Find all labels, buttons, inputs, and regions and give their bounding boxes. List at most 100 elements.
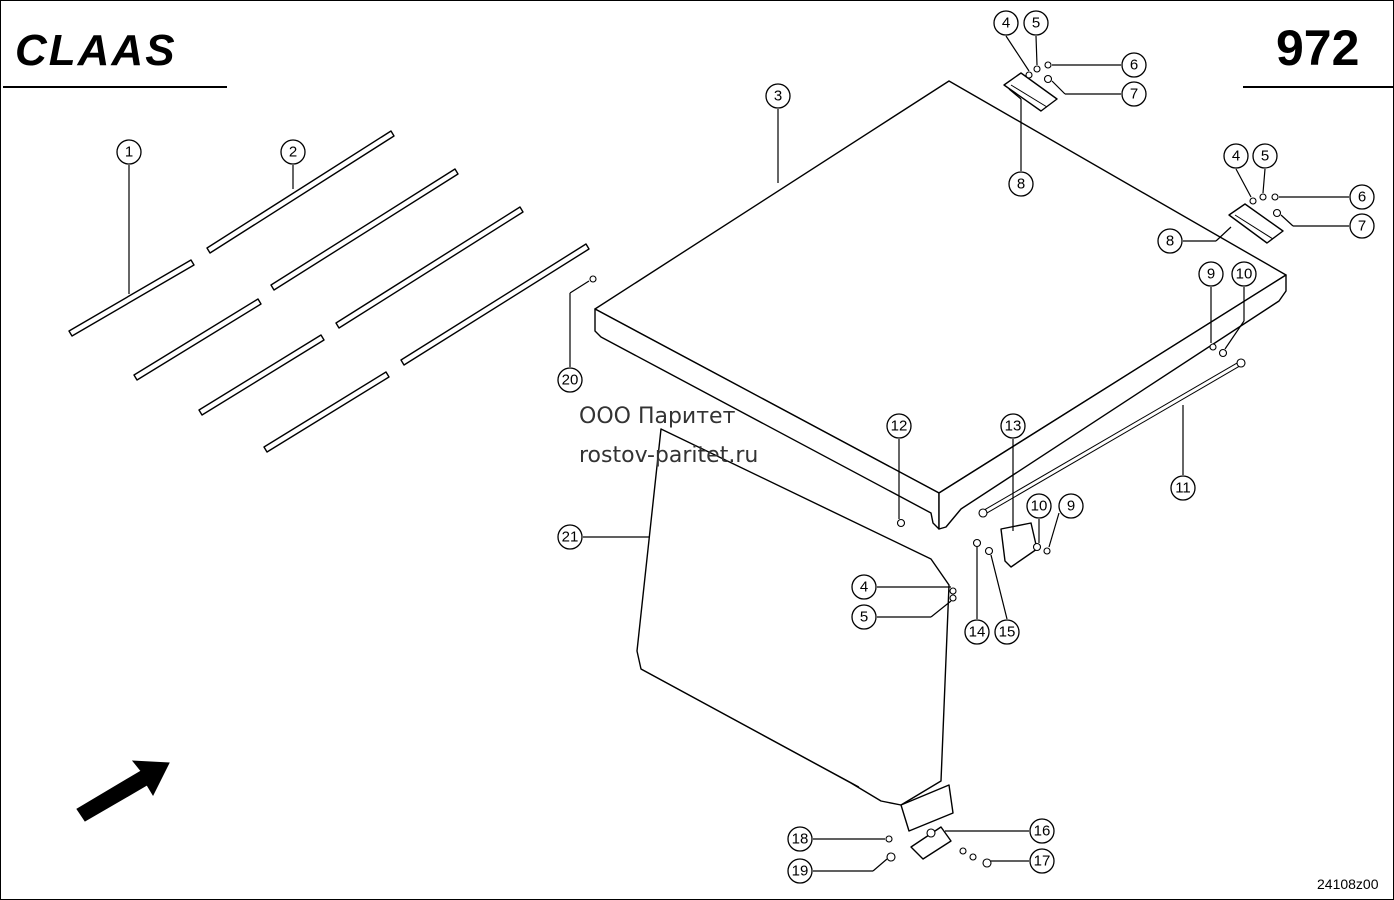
svg-text:16: 16 (1034, 823, 1051, 840)
svg-text:4: 4 (860, 579, 868, 596)
callout-2: 2 (280, 139, 306, 165)
hinge-bracket-upper (1003, 72, 1058, 112)
callout-18: 18 (787, 826, 813, 852)
callout-19: 19 (787, 858, 813, 884)
svg-text:13: 13 (1005, 418, 1022, 435)
callout-10-lower: 10 (1026, 493, 1052, 519)
svg-text:8: 8 (1166, 233, 1174, 250)
washer-10a (1218, 348, 1228, 358)
svg-text:5: 5 (1261, 148, 1269, 165)
washer-17a (959, 847, 967, 855)
nut-16 (926, 828, 936, 838)
nut-19 (886, 852, 896, 862)
svg-text:11: 11 (1175, 480, 1191, 497)
side-panel-foot (900, 784, 954, 832)
screw-14 (972, 538, 982, 548)
strip-1b (133, 298, 262, 381)
strip-2c (335, 206, 524, 329)
callout-1: 1 (116, 139, 142, 165)
callout-8-upper: 8 (1008, 171, 1034, 197)
washer-18 (885, 835, 893, 843)
callout-6-upper: 6 (1121, 52, 1147, 78)
svg-text:9: 9 (1207, 266, 1215, 283)
svg-text:17: 17 (1034, 853, 1051, 870)
svg-text:20: 20 (562, 372, 579, 389)
callout-21: 21 (557, 524, 583, 550)
nut-9b (1043, 547, 1051, 555)
drawing-number: 24108z00 (1317, 876, 1379, 892)
callout-5-lower: 5 (1252, 143, 1278, 169)
callout-7-upper: 7 (1121, 81, 1147, 107)
svg-text:7: 7 (1358, 218, 1366, 235)
strip-1d (263, 371, 390, 453)
rubber-strips (68, 130, 590, 453)
svg-text:21: 21 (562, 529, 579, 546)
callout-3: 3 (765, 83, 791, 109)
callouts: 1 2 3 4 5 6 7 8 4 5 6 7 8 9 10 11 12 13 … (116, 10, 1375, 884)
svg-text:1: 1 (125, 144, 133, 161)
callout-11: 11 (1170, 475, 1196, 501)
side-panel (636, 428, 954, 832)
svg-text:14: 14 (969, 624, 986, 641)
callout-14: 14 (964, 619, 990, 645)
callout-5-upper: 5 (1023, 10, 1049, 36)
hardware (589, 61, 1282, 868)
washer-17b (969, 853, 977, 861)
svg-text:4: 4 (1002, 15, 1010, 32)
callout-4-panel: 4 (851, 574, 877, 600)
washer-7b (1272, 208, 1282, 218)
nut-5b (1259, 193, 1267, 201)
callout-4-upper: 4 (993, 10, 1019, 36)
svg-text:12: 12 (891, 418, 908, 435)
gas-strut (978, 358, 1246, 518)
washer-7a (1043, 74, 1053, 84)
side-panel-body (636, 428, 950, 806)
strip-1c (198, 334, 325, 416)
callout-9-upper: 9 (1198, 261, 1224, 287)
callout-16: 16 (1029, 818, 1055, 844)
bolt-4c (949, 587, 957, 595)
svg-text:5: 5 (1032, 15, 1040, 32)
leader-lines (128, 35, 1349, 872)
svg-text:10: 10 (1031, 498, 1048, 515)
hinge-bracket-lower (1228, 203, 1284, 244)
cover-side-edge (938, 274, 1287, 530)
strip-2b (270, 168, 459, 291)
callout-12: 12 (886, 413, 912, 439)
direction-arrow-icon (76, 760, 170, 822)
callout-10-upper: 10 (1231, 261, 1257, 287)
svg-text:3: 3 (774, 88, 782, 105)
page-number: 972 (1276, 20, 1359, 76)
svg-text:18: 18 (792, 831, 809, 848)
brand-logo: CLAAS (15, 26, 177, 75)
strut-bracket (1000, 522, 1038, 568)
callout-7-lower: 7 (1349, 213, 1375, 239)
brand-logo-text: CLAAS (15, 26, 177, 75)
callout-5-panel: 5 (851, 604, 877, 630)
svg-text:6: 6 (1130, 57, 1138, 74)
svg-text:9: 9 (1067, 498, 1075, 515)
plug-12 (896, 518, 906, 528)
svg-text:10: 10 (1236, 266, 1253, 283)
washer-10b (1032, 542, 1042, 552)
svg-text:6: 6 (1358, 189, 1366, 206)
strip-2d (400, 243, 590, 366)
svg-text:15: 15 (999, 624, 1016, 641)
svg-text:7: 7 (1130, 86, 1138, 103)
svg-text:5: 5 (860, 609, 868, 626)
strip-1a (68, 259, 195, 337)
washer-15 (984, 546, 994, 556)
cover-top (594, 80, 1287, 494)
callout-6-lower: 6 (1349, 184, 1375, 210)
screw-6a (1044, 61, 1052, 69)
callout-9-lower: 9 (1058, 493, 1084, 519)
callout-8-lower: 8 (1157, 228, 1183, 254)
callout-20: 20 (557, 367, 583, 393)
svg-text:2: 2 (289, 144, 297, 161)
bolt-4a (1025, 71, 1033, 79)
svg-text:19: 19 (792, 863, 809, 880)
nut-5a (1033, 65, 1041, 73)
cover-panel (594, 80, 1287, 530)
watermark-website: rostov-paritet.ru (579, 443, 758, 468)
